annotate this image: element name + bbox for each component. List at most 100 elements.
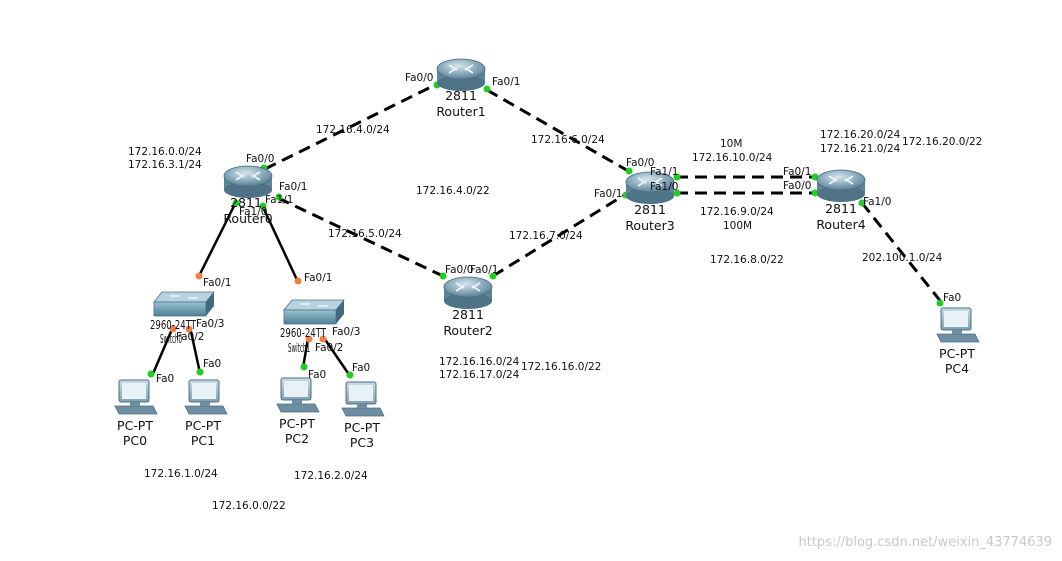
port-label: Fa0/3 bbox=[332, 326, 360, 338]
router-router4[interactable]: 2811 Router4 bbox=[816, 169, 866, 232]
router-icon bbox=[436, 58, 486, 91]
port-label: Fa0/1 bbox=[594, 188, 622, 200]
switch-model: 2960-24TT bbox=[280, 325, 326, 340]
network-label: 172.16.3.1/24 bbox=[128, 159, 202, 171]
link-router0-switch1[interactable] bbox=[260, 204, 300, 283]
network-label: 172.16.17.0/24 bbox=[439, 369, 520, 381]
network-label: 172.16.16.0/22 bbox=[521, 361, 601, 373]
link-router0-switch0[interactable] bbox=[196, 201, 238, 279]
port-light bbox=[196, 368, 204, 376]
port-label: Fa0 bbox=[352, 362, 370, 374]
pc-icon bbox=[184, 379, 228, 415]
link-router2-router3[interactable] bbox=[492, 192, 627, 278]
link-switch0-pc0[interactable] bbox=[150, 326, 175, 377]
port-light bbox=[195, 272, 203, 280]
router-router2[interactable]: 2811 Router2 bbox=[443, 276, 493, 338]
router-model: 2811 bbox=[452, 307, 484, 322]
pc-type: PC-PT bbox=[344, 420, 380, 435]
port-light bbox=[147, 370, 155, 378]
link-switch1-pc2[interactable] bbox=[301, 337, 310, 369]
router-model: 2811 bbox=[230, 195, 262, 210]
router-name: Router0 bbox=[223, 211, 272, 226]
pc-pc2[interactable]: PC-PT PC2 bbox=[276, 377, 320, 446]
network-label: 172.16.0.0/22 bbox=[212, 500, 286, 512]
port-light bbox=[300, 363, 308, 371]
port-light bbox=[489, 272, 497, 280]
pc-pc1[interactable]: PC-PT PC1 bbox=[184, 379, 228, 448]
router-model: 2811 bbox=[634, 202, 666, 217]
port-light bbox=[673, 189, 681, 197]
link-router1-router3[interactable] bbox=[486, 88, 631, 174]
switch-switch0[interactable]: 2960-24TT Switch0 bbox=[150, 291, 215, 346]
port-label: Fa0/1 bbox=[492, 76, 520, 88]
pc-name: PC3 bbox=[350, 435, 374, 450]
network-label: 10M bbox=[720, 138, 742, 150]
switch-switch1[interactable]: 2960-24TT Switch1 bbox=[280, 299, 345, 355]
port-label: Fa1/0 bbox=[650, 181, 678, 193]
network-labels: 172.16.4.0/24 172.16.6.0/24 172.16.5.0/2… bbox=[128, 124, 982, 512]
port-light bbox=[858, 199, 866, 207]
router-icon bbox=[443, 276, 493, 309]
port-label: Fa0/3 bbox=[196, 318, 224, 330]
port-label: Fa0 bbox=[203, 358, 221, 370]
link-switch0-pc1[interactable] bbox=[188, 326, 202, 374]
port-light bbox=[305, 335, 313, 343]
pc-icon bbox=[114, 379, 158, 415]
port-label: Fa0 bbox=[156, 373, 174, 385]
port-label: Fa0/0 bbox=[783, 180, 811, 192]
router-model: 2811 bbox=[445, 88, 477, 103]
link-router0-router1[interactable] bbox=[264, 82, 438, 171]
router-router3[interactable]: 2811 Router3 bbox=[625, 171, 675, 233]
network-label: 172.16.4.0/24 bbox=[316, 124, 390, 136]
port-label: Fa1/0 bbox=[239, 206, 267, 218]
port-label: Fa0/1 bbox=[279, 181, 307, 193]
switch-model: 2960-24TT bbox=[150, 317, 196, 332]
port-light bbox=[625, 167, 633, 175]
port-label: Fa0/0 bbox=[246, 153, 274, 165]
router-name: Router4 bbox=[816, 217, 865, 232]
link-router4-pc4[interactable] bbox=[860, 202, 944, 304]
router-model: 2811 bbox=[825, 201, 857, 216]
port-label: Fa0/0 bbox=[405, 72, 433, 84]
network-label: 172.16.16.0/24 bbox=[439, 356, 520, 368]
network-label: 172.16.2.0/24 bbox=[294, 470, 368, 482]
network-label: 172.16.9.0/24 bbox=[700, 206, 774, 218]
watermark: https://blog.csdn.net/weixin_43774639 bbox=[798, 535, 1052, 550]
pc-pc3[interactable]: PC-PT PC3 bbox=[341, 381, 385, 450]
network-label: 172.16.4.0/22 bbox=[416, 185, 490, 197]
router-name: Router2 bbox=[443, 323, 492, 338]
port-light bbox=[319, 335, 327, 343]
network-label: 172.16.5.0/24 bbox=[328, 228, 402, 240]
port-label: Fa1/1 bbox=[650, 166, 678, 178]
router-icon bbox=[223, 165, 273, 198]
router-router1[interactable]: 2811 Router1 bbox=[436, 58, 486, 119]
port-label: Fa0/2 bbox=[176, 331, 204, 343]
pc-name: PC0 bbox=[123, 433, 147, 448]
network-label: 172.16.8.0/22 bbox=[710, 254, 784, 266]
pc-icon bbox=[341, 381, 385, 417]
port-label: Fa0 bbox=[308, 369, 326, 381]
pc-pc4[interactable]: PC-PT PC4 bbox=[936, 307, 980, 376]
port-light bbox=[232, 199, 240, 207]
router-icon bbox=[625, 171, 675, 204]
pc-name: PC4 bbox=[945, 361, 969, 376]
link-router0-router2[interactable] bbox=[277, 196, 444, 278]
port-light bbox=[185, 325, 193, 333]
link-switch1-pc3[interactable] bbox=[322, 337, 352, 377]
network-label: 100M bbox=[723, 220, 752, 232]
network-label: 202.100.1.0/24 bbox=[862, 252, 943, 264]
port-label: Fa0/0 bbox=[626, 157, 654, 169]
switch-name: Switch0 bbox=[160, 331, 182, 346]
switch-name: Switch1 bbox=[288, 340, 310, 355]
port-light bbox=[811, 189, 819, 197]
pc-pc0[interactable]: PC-PT PC0 bbox=[114, 379, 158, 448]
port-label: Fa0/0 bbox=[445, 264, 473, 276]
port-label: Fa0/1 bbox=[203, 277, 231, 289]
pc-name: PC1 bbox=[191, 433, 215, 448]
port-label: Fa0 bbox=[943, 292, 961, 304]
router-router0[interactable]: 2811 Router0 bbox=[223, 165, 273, 226]
port-light bbox=[169, 325, 177, 333]
port-light bbox=[294, 277, 302, 285]
port-light bbox=[673, 173, 681, 181]
port-label: Fa1/0 bbox=[863, 196, 891, 208]
